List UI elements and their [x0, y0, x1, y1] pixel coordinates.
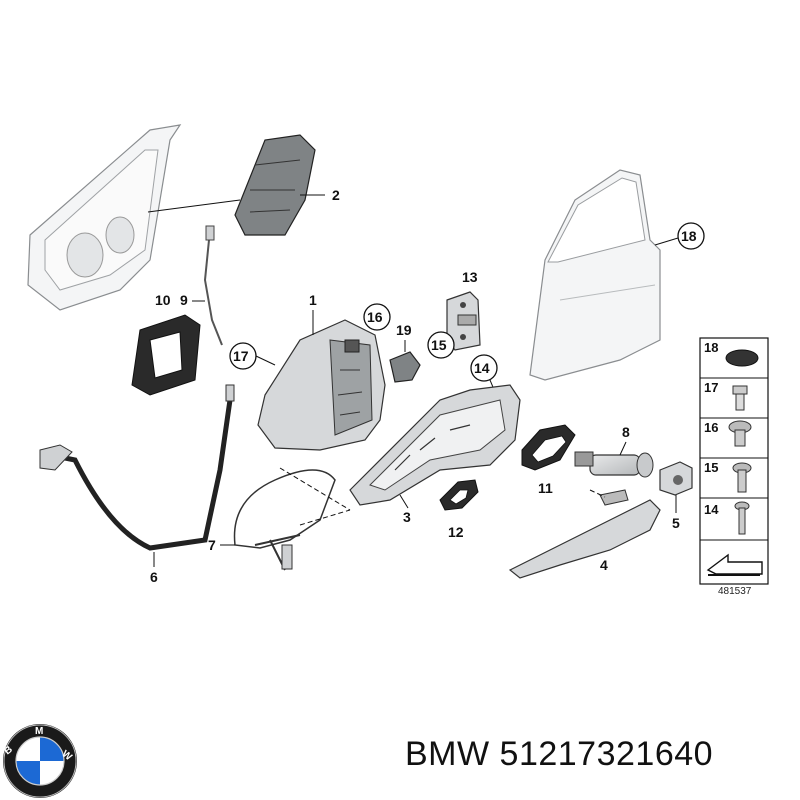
part-1-door-lock [257, 319, 386, 451]
fastener-panel: 18 17 16 15 14 [699, 337, 769, 585]
callout-4: 4 [600, 557, 608, 573]
clip-icon [732, 385, 748, 411]
callout-16: 16 [367, 309, 383, 325]
part-4-outer-handle [508, 489, 661, 579]
part-12-seal [439, 479, 479, 511]
panel-item-18: 18 [704, 340, 718, 355]
bolt-icon [728, 420, 752, 447]
callout-18: 18 [681, 228, 697, 244]
callout-11: 11 [538, 480, 553, 496]
callout-19: 19 [396, 322, 412, 338]
leader-8 [619, 441, 627, 456]
callout-6: 6 [150, 569, 158, 585]
dash-7b [299, 509, 351, 526]
part-2-lock-actuator [234, 134, 316, 236]
reference-number: 481537 [718, 586, 752, 597]
door-right [529, 169, 661, 381]
callout-10: 10 [155, 292, 171, 308]
brand-name: BMW [405, 735, 490, 773]
callout-15: 15 [431, 337, 447, 353]
door-frame-left [27, 124, 182, 311]
dash-4 [589, 489, 606, 498]
svg-text:M: M [35, 726, 43, 737]
part-9-rod [203, 225, 223, 346]
bmw-logo-icon: B M W [2, 724, 77, 798]
callout-1: 1 [309, 292, 317, 308]
callout-9: 9 [180, 292, 188, 308]
panel-item-15: 15 [704, 460, 718, 475]
part-8-lock-cylinder [574, 451, 654, 478]
screw-icon [732, 462, 752, 493]
circle-16 [363, 303, 391, 331]
leader-18 [654, 237, 679, 246]
panel-item-16: 16 [704, 420, 718, 435]
part-19-clip [389, 351, 421, 383]
callout-13: 13 [462, 269, 478, 285]
part-7-cable [233, 469, 336, 571]
panel-item-17: 17 [704, 380, 718, 395]
circle-14 [470, 354, 498, 382]
part-5-cap [659, 461, 693, 496]
grommet-icon [725, 349, 759, 367]
callout-17: 17 [233, 348, 249, 364]
part-10-bracket [131, 314, 201, 396]
part-11-seal [521, 424, 576, 471]
callout-3: 3 [403, 509, 411, 525]
callout-8: 8 [622, 424, 630, 440]
leader-2a [147, 199, 241, 213]
callout-14: 14 [474, 360, 490, 376]
arrow-symbol-icon [706, 553, 763, 576]
callout-12: 12 [448, 524, 464, 540]
part-3-handle-carrier [349, 384, 521, 506]
part-number: 51217321640 [499, 735, 714, 773]
leader-3 [399, 494, 409, 509]
dash-7a [279, 467, 351, 511]
part-caption: BMW 51217321640 [405, 735, 790, 785]
part-6-cable [39, 384, 235, 551]
callout-2: 2 [332, 187, 340, 203]
circle-15 [427, 331, 455, 359]
circle-18 [677, 222, 705, 250]
leader-17 [255, 355, 276, 366]
torx-screw-icon [734, 501, 750, 535]
callout-7: 7 [208, 537, 216, 553]
panel-item-14: 14 [704, 502, 719, 517]
callout-5: 5 [672, 515, 680, 531]
